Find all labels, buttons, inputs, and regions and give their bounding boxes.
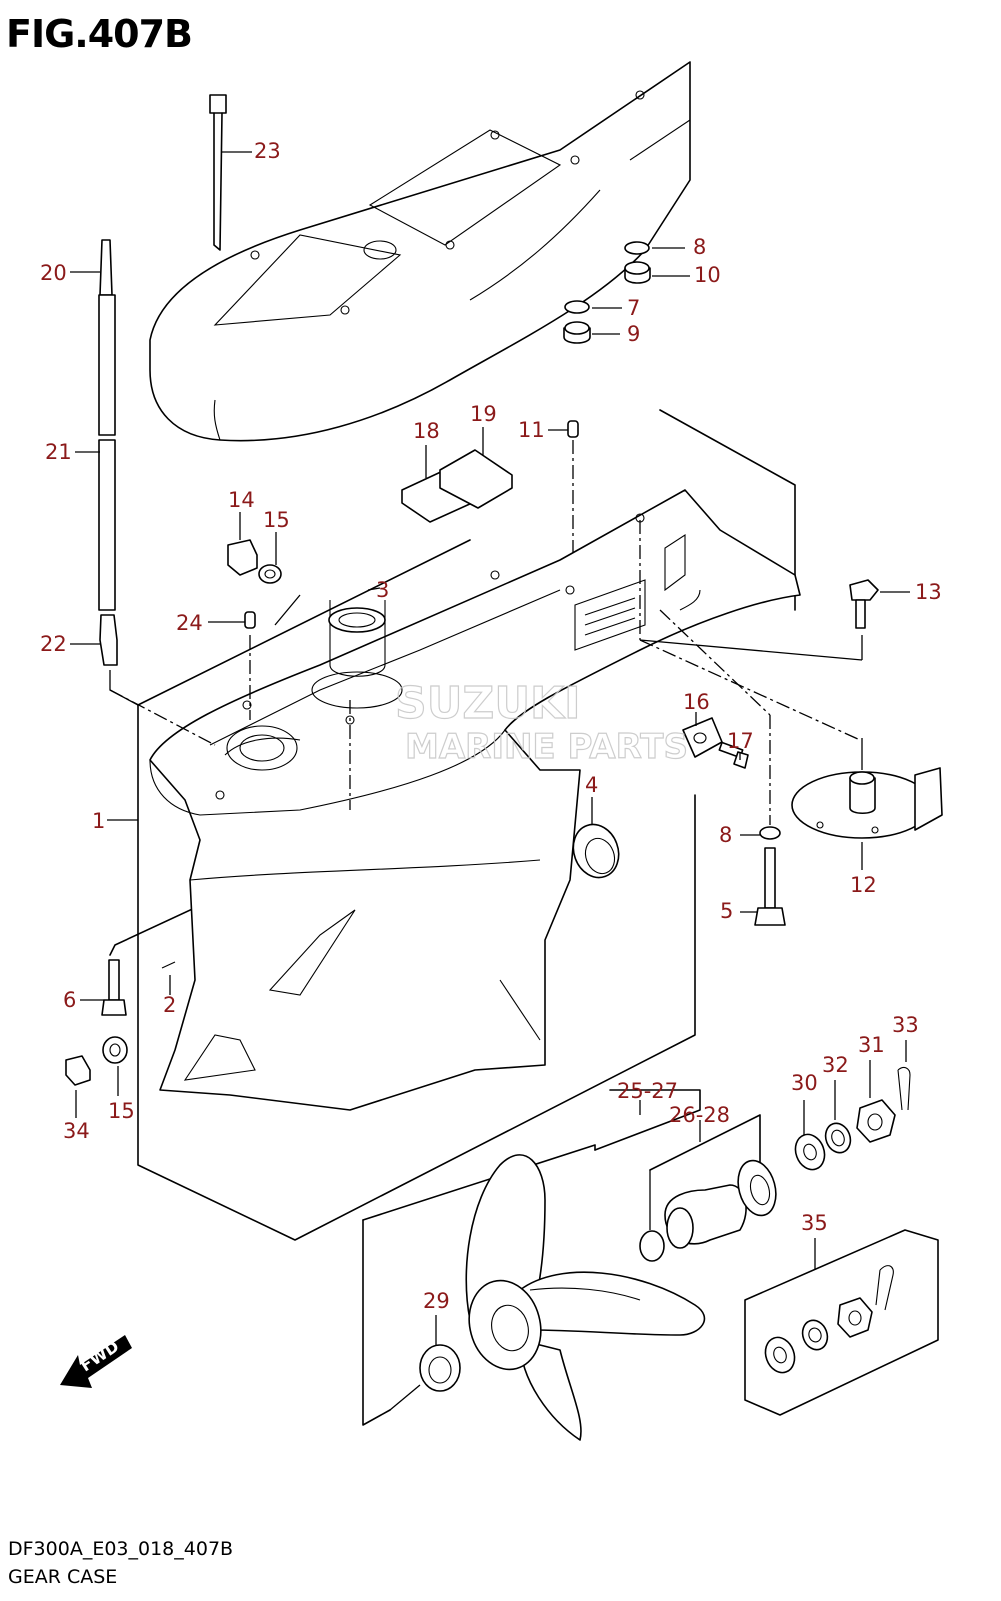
model-code: DF300A_E03_018_407B [8, 1538, 234, 1560]
callout-15-upper: 15 [263, 508, 290, 532]
dowel-pin-24 [244, 611, 256, 629]
callout-5: 5 [720, 899, 733, 923]
callout-23: 23 [254, 139, 281, 163]
callout-34: 34 [63, 1119, 90, 1143]
shift-rod-part [98, 239, 118, 666]
washers-nuts-top [563, 241, 651, 344]
forward-arrow-icon: FWD [60, 1335, 132, 1388]
callout-19: 19 [470, 402, 497, 426]
callout-9: 9 [627, 322, 640, 346]
callout-6: 6 [63, 988, 76, 1012]
bolt-13 [849, 579, 879, 629]
trim-tab-plate [791, 767, 943, 839]
watermark-line2: MARINE PARTS [405, 727, 688, 767]
callout-12: 12 [850, 873, 877, 897]
thrust-holder-29 [419, 1344, 461, 1392]
pin-2 [161, 961, 176, 969]
watermark-line1: SUZUKI [395, 678, 581, 729]
callout-14: 14 [228, 488, 255, 512]
washer-nut-pin-set [794, 1066, 911, 1171]
callout-13: 13 [915, 580, 942, 604]
callout-24: 24 [176, 611, 203, 635]
callout-32: 32 [822, 1053, 849, 1077]
cable-tie-part [209, 94, 227, 251]
gear-case-body [149, 489, 801, 1111]
oil-seal-4 [572, 823, 620, 879]
anode-parts [401, 449, 513, 523]
gear-case-cover [149, 61, 691, 442]
callout-3: 3 [376, 578, 389, 602]
figure-title: FIG.407B [6, 12, 193, 56]
callout-22: 22 [40, 632, 67, 656]
callout-11: 11 [518, 418, 545, 442]
bolt-6 [101, 959, 127, 1016]
callout-17: 17 [727, 729, 754, 753]
figure-name: GEAR CASE [8, 1566, 118, 1588]
plug-and-washer-upper [227, 539, 282, 584]
watermark-logo: SUZUKI MARINE PARTS [394, 677, 688, 767]
callout-26-28: 26-28 [669, 1103, 730, 1127]
spacer-bush [639, 1159, 777, 1262]
callout-18: 18 [413, 419, 440, 443]
callout-4: 4 [585, 773, 598, 797]
callout-25-27: 25-27 [617, 1079, 678, 1103]
callout-7: 7 [627, 296, 640, 320]
washer-bolt-5 [754, 826, 786, 926]
callout-labels: 1 2 3 4 5 6 7 8 8 9 10 11 12 13 14 15 15… [40, 139, 942, 1313]
callout-8-top: 8 [693, 235, 706, 259]
callout-1: 1 [92, 809, 105, 833]
callout-16: 16 [683, 690, 710, 714]
nut-kit-35 [744, 1229, 939, 1416]
callout-10: 10 [694, 263, 721, 287]
plug-and-washer-lower [65, 1036, 128, 1086]
callout-2: 2 [163, 993, 176, 1017]
callout-21: 21 [45, 440, 72, 464]
callout-33: 33 [892, 1013, 919, 1037]
callout-20: 20 [40, 261, 67, 285]
propeller [465, 1154, 706, 1441]
callout-29: 29 [423, 1289, 450, 1313]
callout-31: 31 [858, 1033, 885, 1057]
callout-8-lower: 8 [719, 823, 732, 847]
callout-35: 35 [801, 1211, 828, 1235]
callout-30: 30 [791, 1071, 818, 1095]
dowel-pin-top [567, 420, 579, 438]
callout-15-lower: 15 [108, 1099, 135, 1123]
nut-16-bolt-17 [682, 717, 749, 769]
assembly-bracket [137, 704, 696, 1241]
